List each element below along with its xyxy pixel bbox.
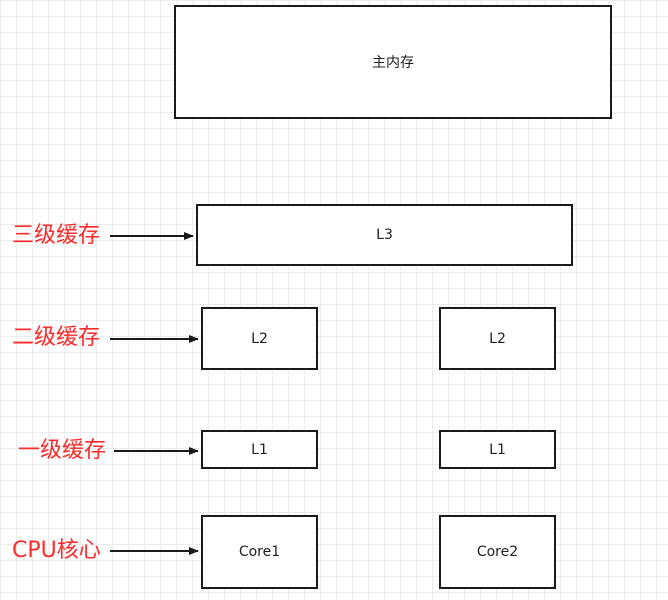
main-memory-box: 主内存 — [174, 5, 612, 119]
l2-cache-box-left: L2 — [201, 307, 318, 370]
l1-cache-box-right: L1 — [439, 430, 556, 469]
main-memory-label: 主内存 — [372, 55, 414, 71]
core1-label: Core1 — [238, 544, 281, 560]
core2-box: Core2 — [439, 515, 556, 589]
l2-cache-box-right: L2 — [439, 307, 556, 370]
l1-right-box-label: L1 — [489, 441, 506, 458]
l2-right-box-label: L2 — [489, 330, 506, 347]
l1-cache-box-left: L1 — [201, 430, 318, 469]
l1-left-box-label: L1 — [251, 441, 268, 458]
l3-cache-box: L3 — [196, 204, 573, 266]
l3-cache-label: 三级缓存 — [12, 223, 101, 248]
cpu-core-label: CPU核心 — [12, 538, 101, 563]
core1-box: Core1 — [201, 515, 318, 589]
l2-left-box-label: L2 — [251, 330, 268, 347]
l3-box-label: L3 — [376, 227, 393, 243]
l1-cache-label: 一级缓存 — [18, 438, 107, 463]
core2-label: Core2 — [476, 544, 519, 560]
l2-cache-label: 二级缓存 — [12, 325, 101, 350]
